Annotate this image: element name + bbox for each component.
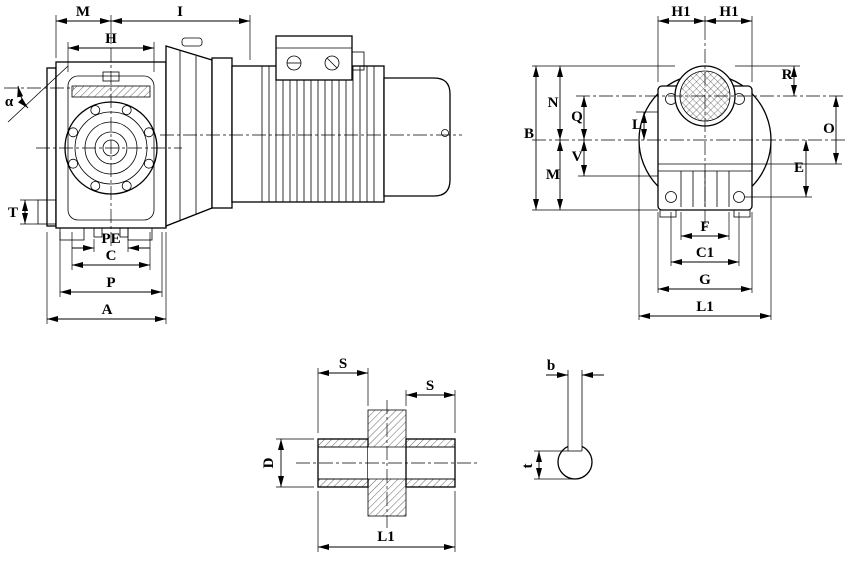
dim-label-Q: Q — [571, 109, 583, 125]
dim-label-PE: PE — [101, 231, 120, 247]
shaft-dimensions: S S D L1 — [261, 356, 456, 552]
dim-label-H1-left: H1 — [671, 4, 690, 20]
keyway-dimensions: b t — [520, 358, 604, 480]
keyway-outline — [557, 370, 593, 480]
dim-label-T: T — [8, 205, 18, 221]
dim-label-L: L — [632, 117, 642, 133]
dim-label-b: b — [547, 358, 555, 374]
shaft-centerlines — [296, 400, 478, 528]
dim-label-F: F — [700, 219, 709, 235]
dim-label-S-right: S — [426, 378, 434, 394]
dim-label-A: A — [102, 302, 113, 318]
dim-label-G: G — [699, 272, 711, 288]
terminal-box — [275, 35, 353, 81]
dim-label-I: I — [177, 4, 183, 20]
dim-label-E: E — [794, 160, 804, 176]
dim-label-N: N — [548, 95, 559, 111]
motor-outline — [165, 35, 451, 227]
dim-label-O: O — [823, 121, 835, 137]
dim-label-M-side: M — [76, 4, 90, 20]
dim-label-D: D — [261, 457, 277, 468]
dim-label-C: C — [106, 248, 117, 264]
dim-label-P: P — [106, 275, 115, 291]
dim-label-R: R — [782, 67, 793, 83]
dim-label-t: t — [520, 464, 536, 469]
dim-label-L1-front: L1 — [696, 299, 714, 315]
gearbox-outline — [37, 61, 167, 241]
front-view-dimensions: H1 H1 B N M Q V L R O E — [524, 4, 842, 320]
side-view: α M I H T PE C — [4, 4, 462, 324]
fan-cover — [383, 77, 451, 197]
side-view-centerlines — [36, 48, 462, 246]
motor-cooling-fins — [261, 66, 375, 202]
dim-label-S-left: S — [339, 356, 347, 372]
front-view: H1 H1 B N M Q V L R O E — [524, 4, 845, 320]
dim-label-B: B — [524, 126, 534, 142]
dim-label-alpha: α — [5, 94, 14, 110]
dim-label-L1-shaft: L1 — [377, 529, 395, 545]
dim-label-H1-right: H1 — [719, 4, 738, 20]
dim-label-H: H — [105, 31, 117, 47]
keyway-section-view: b t — [520, 358, 604, 480]
dim-label-C1: C1 — [696, 245, 714, 261]
side-view-dimensions: M I H T PE C P A — [8, 4, 251, 324]
dim-label-V: V — [572, 149, 583, 165]
dim-label-M-front: M — [546, 167, 560, 183]
shaft-section-view: S S D L1 — [261, 356, 478, 552]
angle-alpha-detail: α — [4, 65, 74, 123]
